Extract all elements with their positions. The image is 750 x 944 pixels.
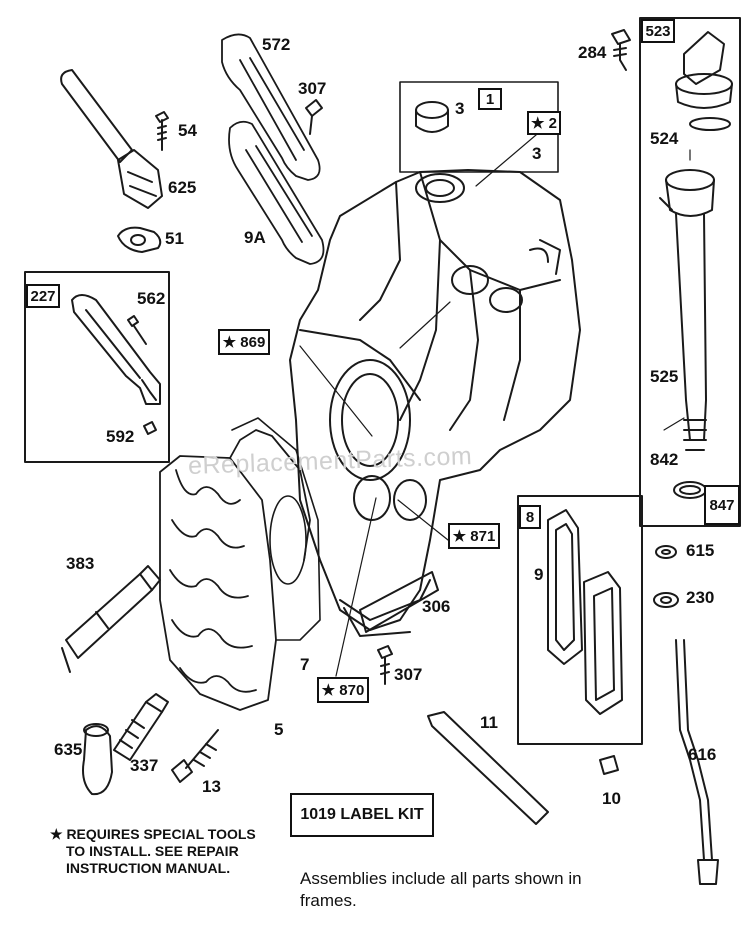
label-572: 572	[262, 35, 291, 54]
part-9a	[228, 120, 325, 265]
label-337: 337	[130, 756, 159, 775]
part-54	[155, 111, 169, 151]
label-kit-box: 1019 LABEL KIT	[290, 793, 434, 837]
part-525-tube	[659, 169, 715, 451]
part-51	[117, 226, 162, 253]
part-842	[673, 481, 707, 499]
label-625: 625	[168, 178, 197, 197]
note-line-1: ★ REQUIRES SPECIAL TOOLS	[50, 826, 256, 842]
part-572	[221, 33, 321, 181]
label-11: 11	[480, 713, 498, 732]
label-635: 635	[54, 740, 83, 759]
part-227	[71, 294, 161, 405]
label-306: 306	[422, 597, 451, 616]
box-1: 1	[478, 88, 502, 110]
label-525: 525	[650, 367, 679, 386]
label-3-seal: 3	[455, 99, 465, 118]
label-5: 5	[274, 720, 284, 739]
box-870: ★ 870	[317, 677, 369, 703]
note-line-2: TO INSTALL. SEE REPAIR	[66, 843, 239, 859]
part-635	[82, 723, 113, 796]
part-383	[61, 565, 161, 673]
label-9: 9	[534, 565, 544, 584]
label-9a: 9A	[244, 228, 266, 247]
box-8: 8	[519, 505, 541, 529]
part-230	[653, 592, 679, 608]
part-9-gasket	[547, 509, 583, 665]
engine-block	[289, 169, 581, 637]
label-615: 615	[686, 541, 715, 560]
label-51: 51	[165, 229, 184, 248]
label-3-block: 3	[532, 144, 542, 163]
part-11	[427, 711, 549, 825]
part-284	[611, 29, 631, 71]
part-615	[655, 545, 677, 559]
label-54: 54	[178, 121, 197, 140]
label-616: 616	[688, 745, 717, 764]
part-8-cover	[583, 571, 623, 715]
part-3-seal	[415, 101, 449, 133]
part-307a	[305, 99, 323, 135]
assemblies-footer: Assemblies include all parts shown in fr…	[300, 869, 582, 910]
label-383: 383	[66, 554, 95, 573]
label-842: 842	[650, 450, 679, 469]
label-230: 230	[686, 588, 715, 607]
box-227: 227	[26, 284, 60, 308]
part-5-cylinder-head	[159, 429, 311, 711]
part-616	[675, 639, 719, 885]
label-10: 10	[602, 789, 621, 808]
frame-523	[639, 17, 741, 527]
box-871: ★ 871	[448, 523, 500, 549]
label-307-top: 307	[298, 79, 327, 98]
part-523-cap	[675, 31, 733, 131]
label-284: 284	[578, 43, 607, 62]
part-10	[599, 755, 619, 775]
part-head-gasket	[231, 417, 321, 641]
frame-227	[24, 271, 170, 463]
part-337	[113, 693, 169, 761]
part-562	[127, 315, 147, 345]
part-307b	[377, 645, 393, 685]
part-625	[60, 69, 163, 209]
part-592	[143, 421, 157, 435]
frame-8	[517, 495, 643, 745]
label-562: 562	[137, 289, 166, 308]
label-592: 592	[106, 427, 135, 446]
part-306	[359, 571, 439, 633]
box-523: 523	[641, 19, 675, 43]
label-7: 7	[300, 655, 310, 674]
part-13	[171, 729, 219, 783]
label-524: 524	[650, 129, 679, 148]
leader-lines	[299, 117, 691, 677]
label-307-bottom: 307	[394, 665, 423, 684]
box-847: 847	[704, 485, 740, 525]
label-13: 13	[202, 777, 221, 796]
note-line-3: INSTRUCTION MANUAL.	[66, 860, 231, 876]
box-2: ★ 2	[527, 111, 561, 135]
special-tools-note: ★ REQUIRES SPECIAL TOOLS TO INSTALL. SEE…	[50, 826, 256, 877]
box-869: ★ 869	[218, 329, 270, 355]
